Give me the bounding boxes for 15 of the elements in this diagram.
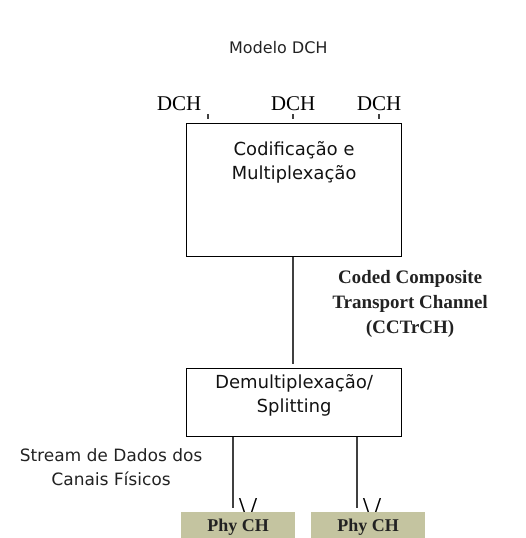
channel-label: Phy CH: [181, 512, 295, 538]
channel-label: DCH: [348, 90, 410, 114]
channel-label: DCH: [262, 90, 324, 114]
process-box: [186, 368, 402, 437]
note-text: Stream de Dados dos Canais Físicos: [18, 445, 204, 492]
connector-line: [292, 257, 294, 364]
channel-label: Phy CH: [311, 512, 425, 538]
connector-line: [207, 114, 209, 119]
box-text: Codificação e Multiplexação: [230, 138, 358, 186]
box-text: Demultiplexação/ Splitting: [214, 371, 374, 419]
connector-line: [378, 114, 380, 119]
diagram-title: Modelo DCH: [229, 37, 328, 59]
connector-line: [292, 114, 294, 119]
process-box: [186, 123, 402, 257]
channel-label: DCH: [148, 90, 210, 114]
